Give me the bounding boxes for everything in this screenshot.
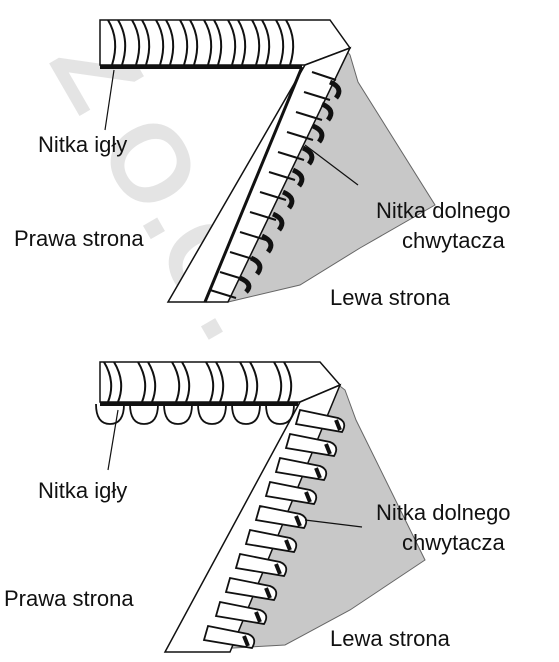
top-looper-leader bbox=[304, 144, 359, 186]
bottom-stitch-diagram bbox=[95, 361, 426, 653]
top-needle-leader bbox=[104, 69, 115, 131]
top-looper-thread-label-line1: Nitka dolnego bbox=[376, 198, 511, 223]
top-stitch-diagram bbox=[99, 19, 436, 303]
bottom-diagonal-loops bbox=[202, 408, 346, 649]
bottom-right-side-label: Prawa strona bbox=[4, 586, 134, 611]
top-looper-loops bbox=[238, 79, 342, 294]
bottom-looper-thread-label-line2: chwytacza bbox=[402, 530, 505, 555]
top-diagonal-thread-line bbox=[203, 66, 304, 303]
top-right-side-label: Prawa strona bbox=[14, 226, 144, 251]
bottom-diagonal-band bbox=[163, 383, 342, 653]
bottom-looper-leader bbox=[304, 519, 363, 528]
bottom-needle-leader bbox=[107, 409, 119, 471]
bottom-horizontal-stitches bbox=[103, 361, 293, 403]
bottom-horizontal-loops bbox=[95, 403, 295, 425]
top-fabric-wrong-side bbox=[227, 30, 436, 303]
bottom-wrong-side-label: Lewa strona bbox=[330, 626, 450, 651]
bottom-diagonal-marks bbox=[242, 419, 342, 647]
top-horizontal-stitches bbox=[107, 19, 295, 66]
bottom-looper-thread-label-line1: Nitka dolnego bbox=[376, 500, 511, 525]
top-looper-thread-label-line2: chwytacza bbox=[402, 228, 505, 253]
top-needle-thread-label: Nitka igły bbox=[38, 132, 128, 157]
top-diagonal-stitches bbox=[209, 71, 337, 299]
bottom-needle-thread-label: Nitka igły bbox=[38, 478, 128, 503]
top-wrong-side-label: Lewa strona bbox=[330, 285, 450, 310]
